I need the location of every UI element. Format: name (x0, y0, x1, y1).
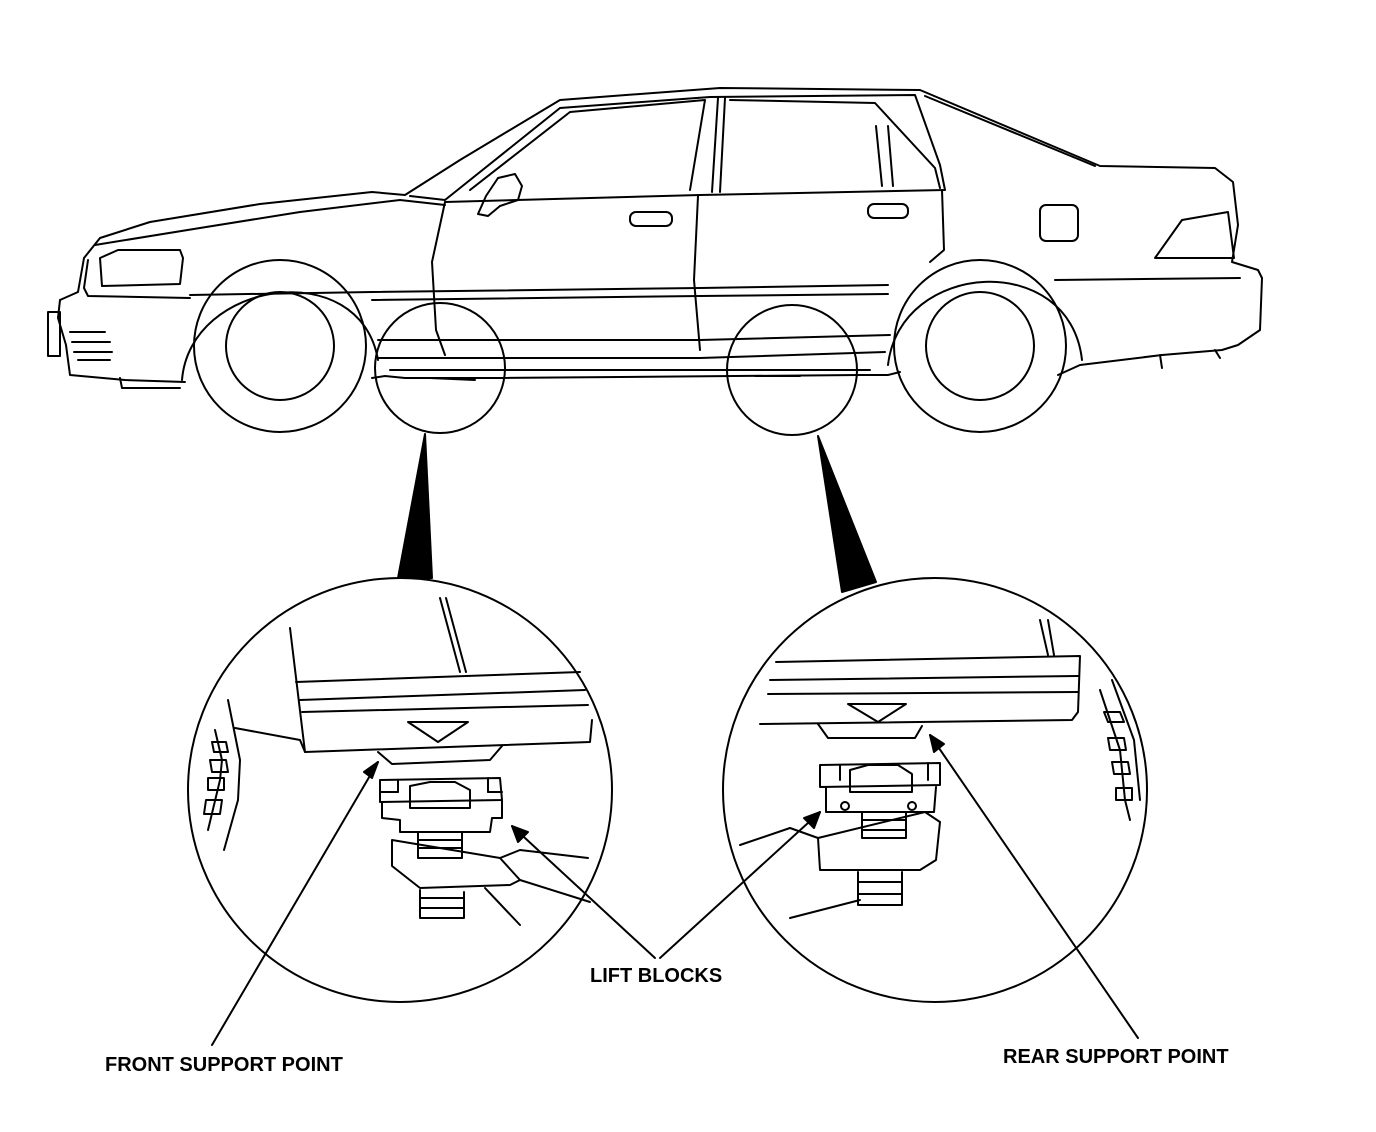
lift-blocks-label: LIFT BLOCKS (590, 965, 723, 987)
taillight (1154, 211, 1235, 259)
front-door-handle (629, 211, 673, 227)
rear-support-point-label: REAR SUPPORT POINT (1003, 1046, 1229, 1068)
front-tire (193, 259, 367, 433)
car-side-view (47, 87, 1263, 436)
car-body-outline (59, 87, 1263, 379)
rear-support-detail (722, 577, 1148, 1003)
front-support-point-label: FRONT SUPPORT POINT (105, 1054, 343, 1076)
rear-support-zoom-ring (726, 304, 858, 436)
fuel-door (1039, 204, 1079, 242)
rear-door-handle (867, 203, 909, 219)
front-support-zoom-ring (374, 302, 506, 434)
front-rim (225, 291, 335, 401)
rear-notch-marker (847, 703, 907, 723)
headlamp (99, 249, 184, 287)
rear-wheel-arch (887, 280, 1083, 366)
rear-tire (893, 259, 1067, 433)
front-support-detail (187, 577, 613, 1003)
front-lift-block (379, 777, 591, 926)
window-frame (409, 94, 946, 203)
front-door (431, 201, 446, 356)
front-bumper (47, 311, 61, 357)
rear-door (693, 195, 701, 351)
leader-lines (211, 734, 1139, 1046)
rear-zoom-pointer (817, 435, 877, 593)
rear-rim (925, 291, 1035, 401)
side-mirror (477, 173, 523, 217)
front-notch-marker (407, 721, 469, 743)
rear-detail-ring (722, 577, 1148, 1003)
front-zoom-pointer (397, 433, 433, 579)
rocker-panel (377, 334, 891, 371)
front-detail-ring (187, 577, 613, 1003)
front-wheel-arch (181, 291, 379, 381)
rear-lift-block (739, 762, 941, 919)
